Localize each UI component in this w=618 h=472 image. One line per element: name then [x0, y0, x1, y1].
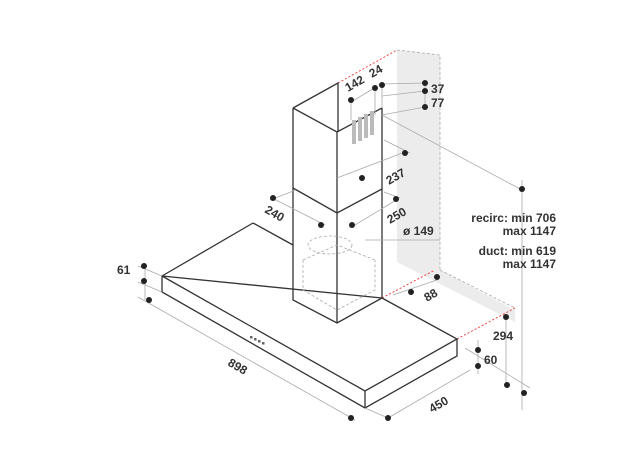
dim-294: 294 [493, 329, 513, 343]
duct-min-note: duct: min 619 [479, 244, 557, 258]
dimension-dots [141, 80, 527, 421]
dim-240: 240 [263, 202, 288, 224]
dimension-lines [137, 82, 531, 421]
dim-37: 37 [431, 82, 445, 96]
recirc-min-note: recirc: min 706 [471, 211, 556, 225]
duct-max-note: max 1147 [503, 257, 557, 271]
dim-60: 60 [484, 353, 498, 367]
dim-149: ø 149 [403, 224, 434, 238]
motor-outline-dashed [302, 235, 376, 311]
dim-450: 450 [427, 393, 452, 415]
dim-61: 61 [117, 263, 131, 277]
dim-24: 24 [367, 62, 386, 81]
dimension-labels: 142 24 37 77 237 240 250 ø 149 61 88 294… [117, 62, 556, 416]
dim-77: 77 [431, 96, 445, 110]
chimney-vent-grille [352, 111, 374, 144]
chimney [292, 81, 383, 324]
dim-88: 88 [422, 286, 441, 305]
dim-142: 142 [343, 72, 368, 94]
recirc-max-note: max 1147 [503, 224, 557, 238]
hood-canopy [161, 222, 459, 409]
wall-outline [337, 49, 516, 340]
control-buttons [250, 336, 265, 345]
